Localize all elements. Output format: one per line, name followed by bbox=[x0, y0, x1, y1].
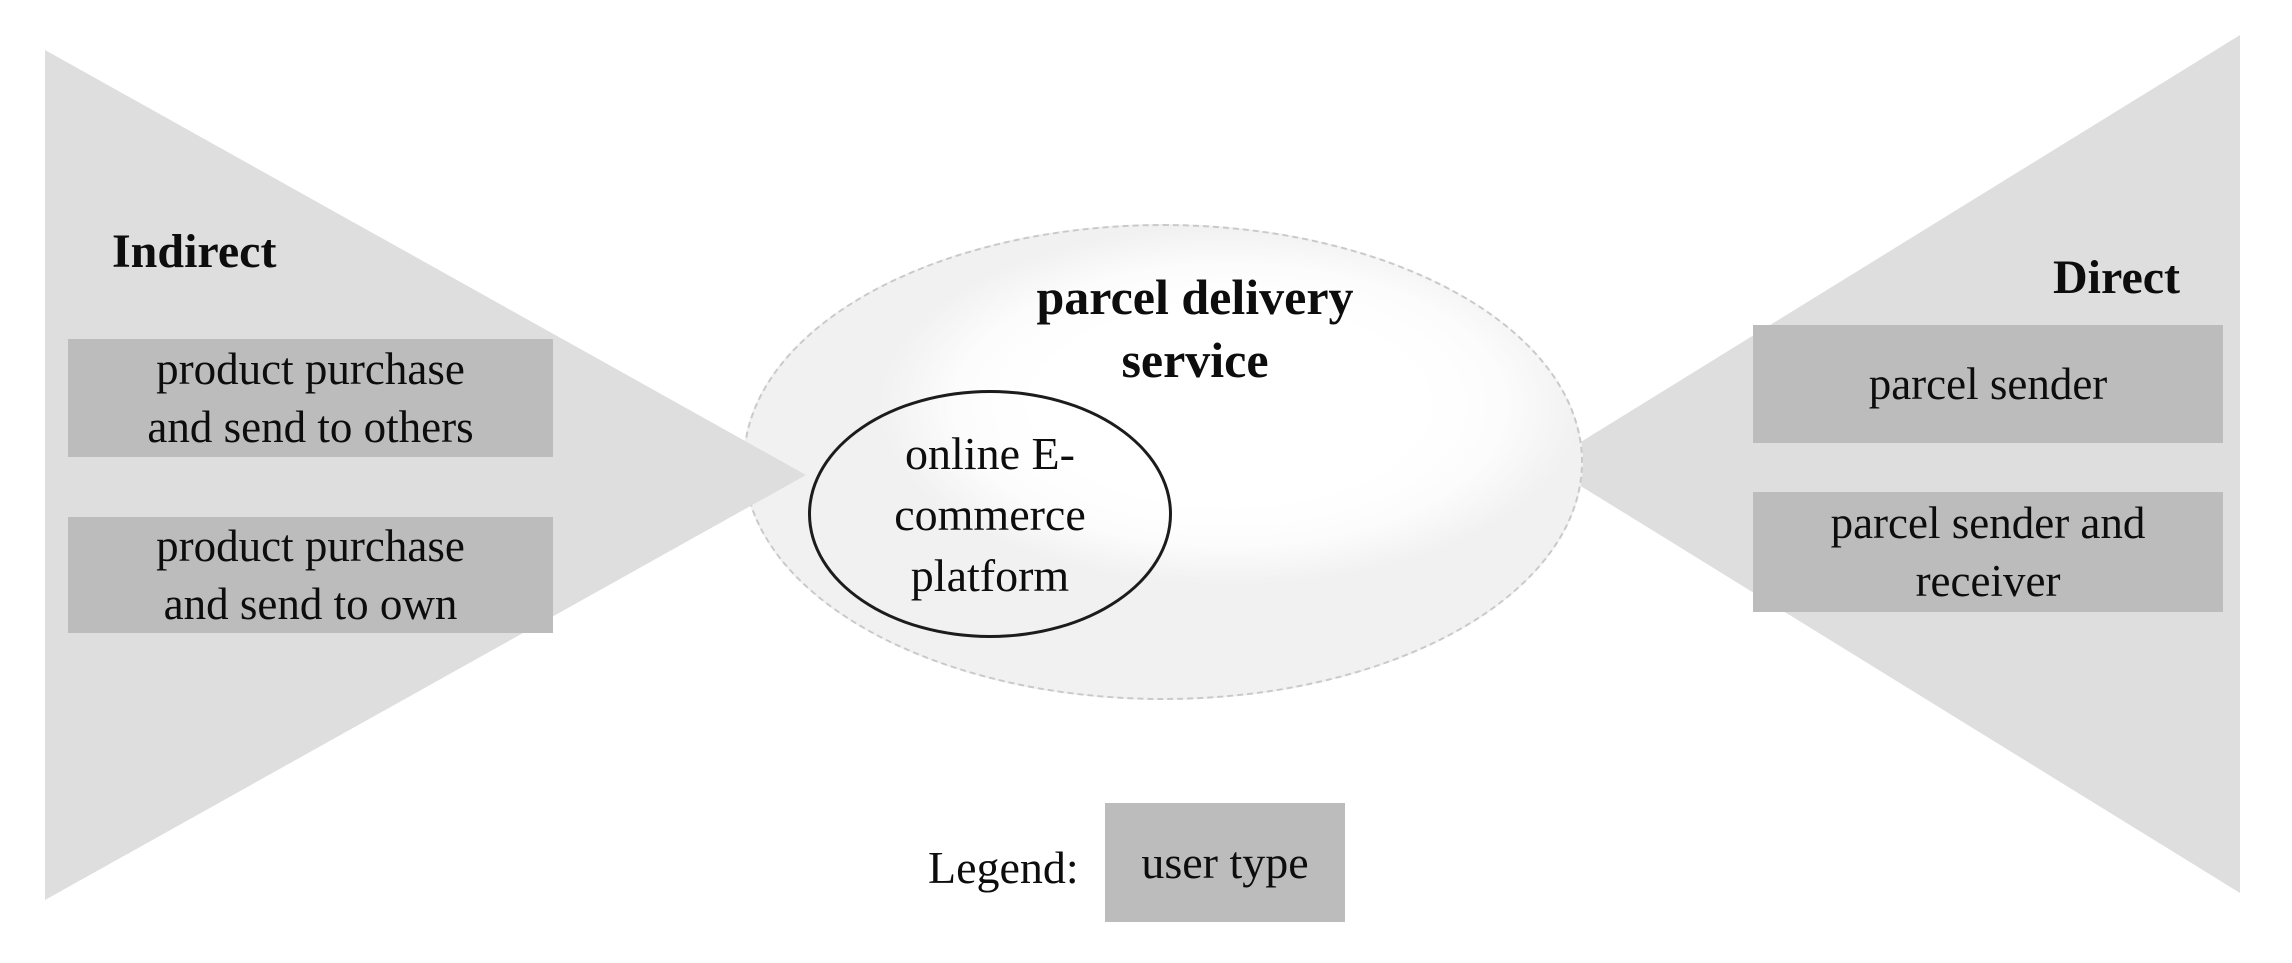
service-title: parcel delivery service bbox=[895, 266, 1495, 392]
user-type-box-text-line1: product purchase bbox=[156, 344, 465, 394]
indirect-heading: Indirect bbox=[112, 225, 277, 278]
platform-label-line2: commerce bbox=[894, 488, 1086, 540]
legend-user-type-swatch: user type bbox=[1105, 803, 1345, 922]
user-type-box-purchase-send-others: product purchase and send to others bbox=[68, 339, 553, 457]
platform-label-line1: online E- bbox=[905, 427, 1075, 479]
user-type-box-text-line2: and send to others bbox=[147, 402, 474, 452]
platform-label-line3: platform bbox=[910, 549, 1070, 601]
user-type-box-parcel-sender: parcel sender bbox=[1753, 325, 2223, 443]
legend-item-text: user type bbox=[1141, 836, 1309, 888]
user-type-box-purchase-send-own: product purchase and send to own bbox=[68, 517, 553, 633]
service-title-line1: parcel delivery bbox=[1036, 269, 1354, 325]
legend-label: Legend: bbox=[928, 842, 1079, 893]
user-type-box-text-line1: product purchase bbox=[156, 521, 465, 571]
service-title-line2: service bbox=[1121, 332, 1269, 388]
indirect-funnel-triangle bbox=[45, 50, 806, 900]
direct-heading: Direct bbox=[2053, 251, 2181, 304]
direct-funnel-triangle bbox=[1545, 35, 2240, 893]
user-type-box-text-line2: receiver bbox=[1915, 556, 2061, 606]
user-type-box-parcel-sender-receiver: parcel sender and receiver bbox=[1753, 492, 2223, 612]
user-type-box-text-line2: and send to own bbox=[163, 579, 458, 629]
user-type-box-text: parcel sender bbox=[1868, 359, 2108, 409]
user-type-box-text-line1: parcel sender and bbox=[1830, 498, 2146, 548]
online-ecommerce-platform-ellipse: online E- commerce platform bbox=[808, 390, 1172, 638]
